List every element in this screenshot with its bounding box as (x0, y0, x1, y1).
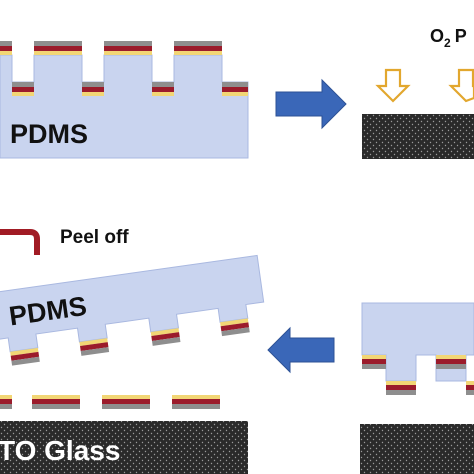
panel-peel-off: Peel off PDMS (0, 227, 265, 366)
down-arrow-icon (375, 68, 411, 103)
left-arrow-icon (267, 326, 335, 374)
layer-stack (466, 381, 474, 395)
layer-stack (222, 82, 248, 96)
layer-stack (0, 395, 12, 409)
layer-stack (152, 82, 174, 96)
pdms-label-top: PDMS (10, 119, 88, 149)
layer-stack (104, 41, 152, 55)
pdms-contact-body (361, 302, 474, 382)
layer-stack (82, 82, 104, 96)
ito-glass-label: TO Glass (0, 435, 120, 466)
right-arrow-icon (275, 78, 347, 130)
peel-hook-icon (0, 229, 40, 255)
layer-stack (174, 41, 222, 55)
substrate-plasma (362, 114, 474, 159)
panel-contact (360, 302, 474, 474)
layer-stack (150, 328, 181, 346)
layer-stack (436, 355, 466, 369)
down-arrow-icon (448, 68, 474, 103)
layer-stack (79, 338, 110, 356)
layer-stack (102, 395, 150, 409)
panel-pdms-stamp: PDMS (0, 41, 249, 159)
pdms-peeling-stamp: PDMS (0, 254, 265, 366)
layer-stack (172, 395, 220, 409)
ito-glass-substrate (0, 421, 248, 474)
substrate-contact (360, 424, 474, 474)
panel-ito-glass: TO Glass (0, 395, 248, 474)
layer-stack (386, 381, 416, 395)
layer-stack (362, 355, 386, 369)
layer-stack (0, 41, 12, 55)
layer-stack (220, 318, 250, 337)
peel-off-label: Peel off (60, 227, 129, 248)
layer-stack (12, 82, 34, 96)
layer-stack (32, 395, 80, 409)
layer-stack (10, 347, 40, 366)
layer-stack (34, 41, 82, 55)
